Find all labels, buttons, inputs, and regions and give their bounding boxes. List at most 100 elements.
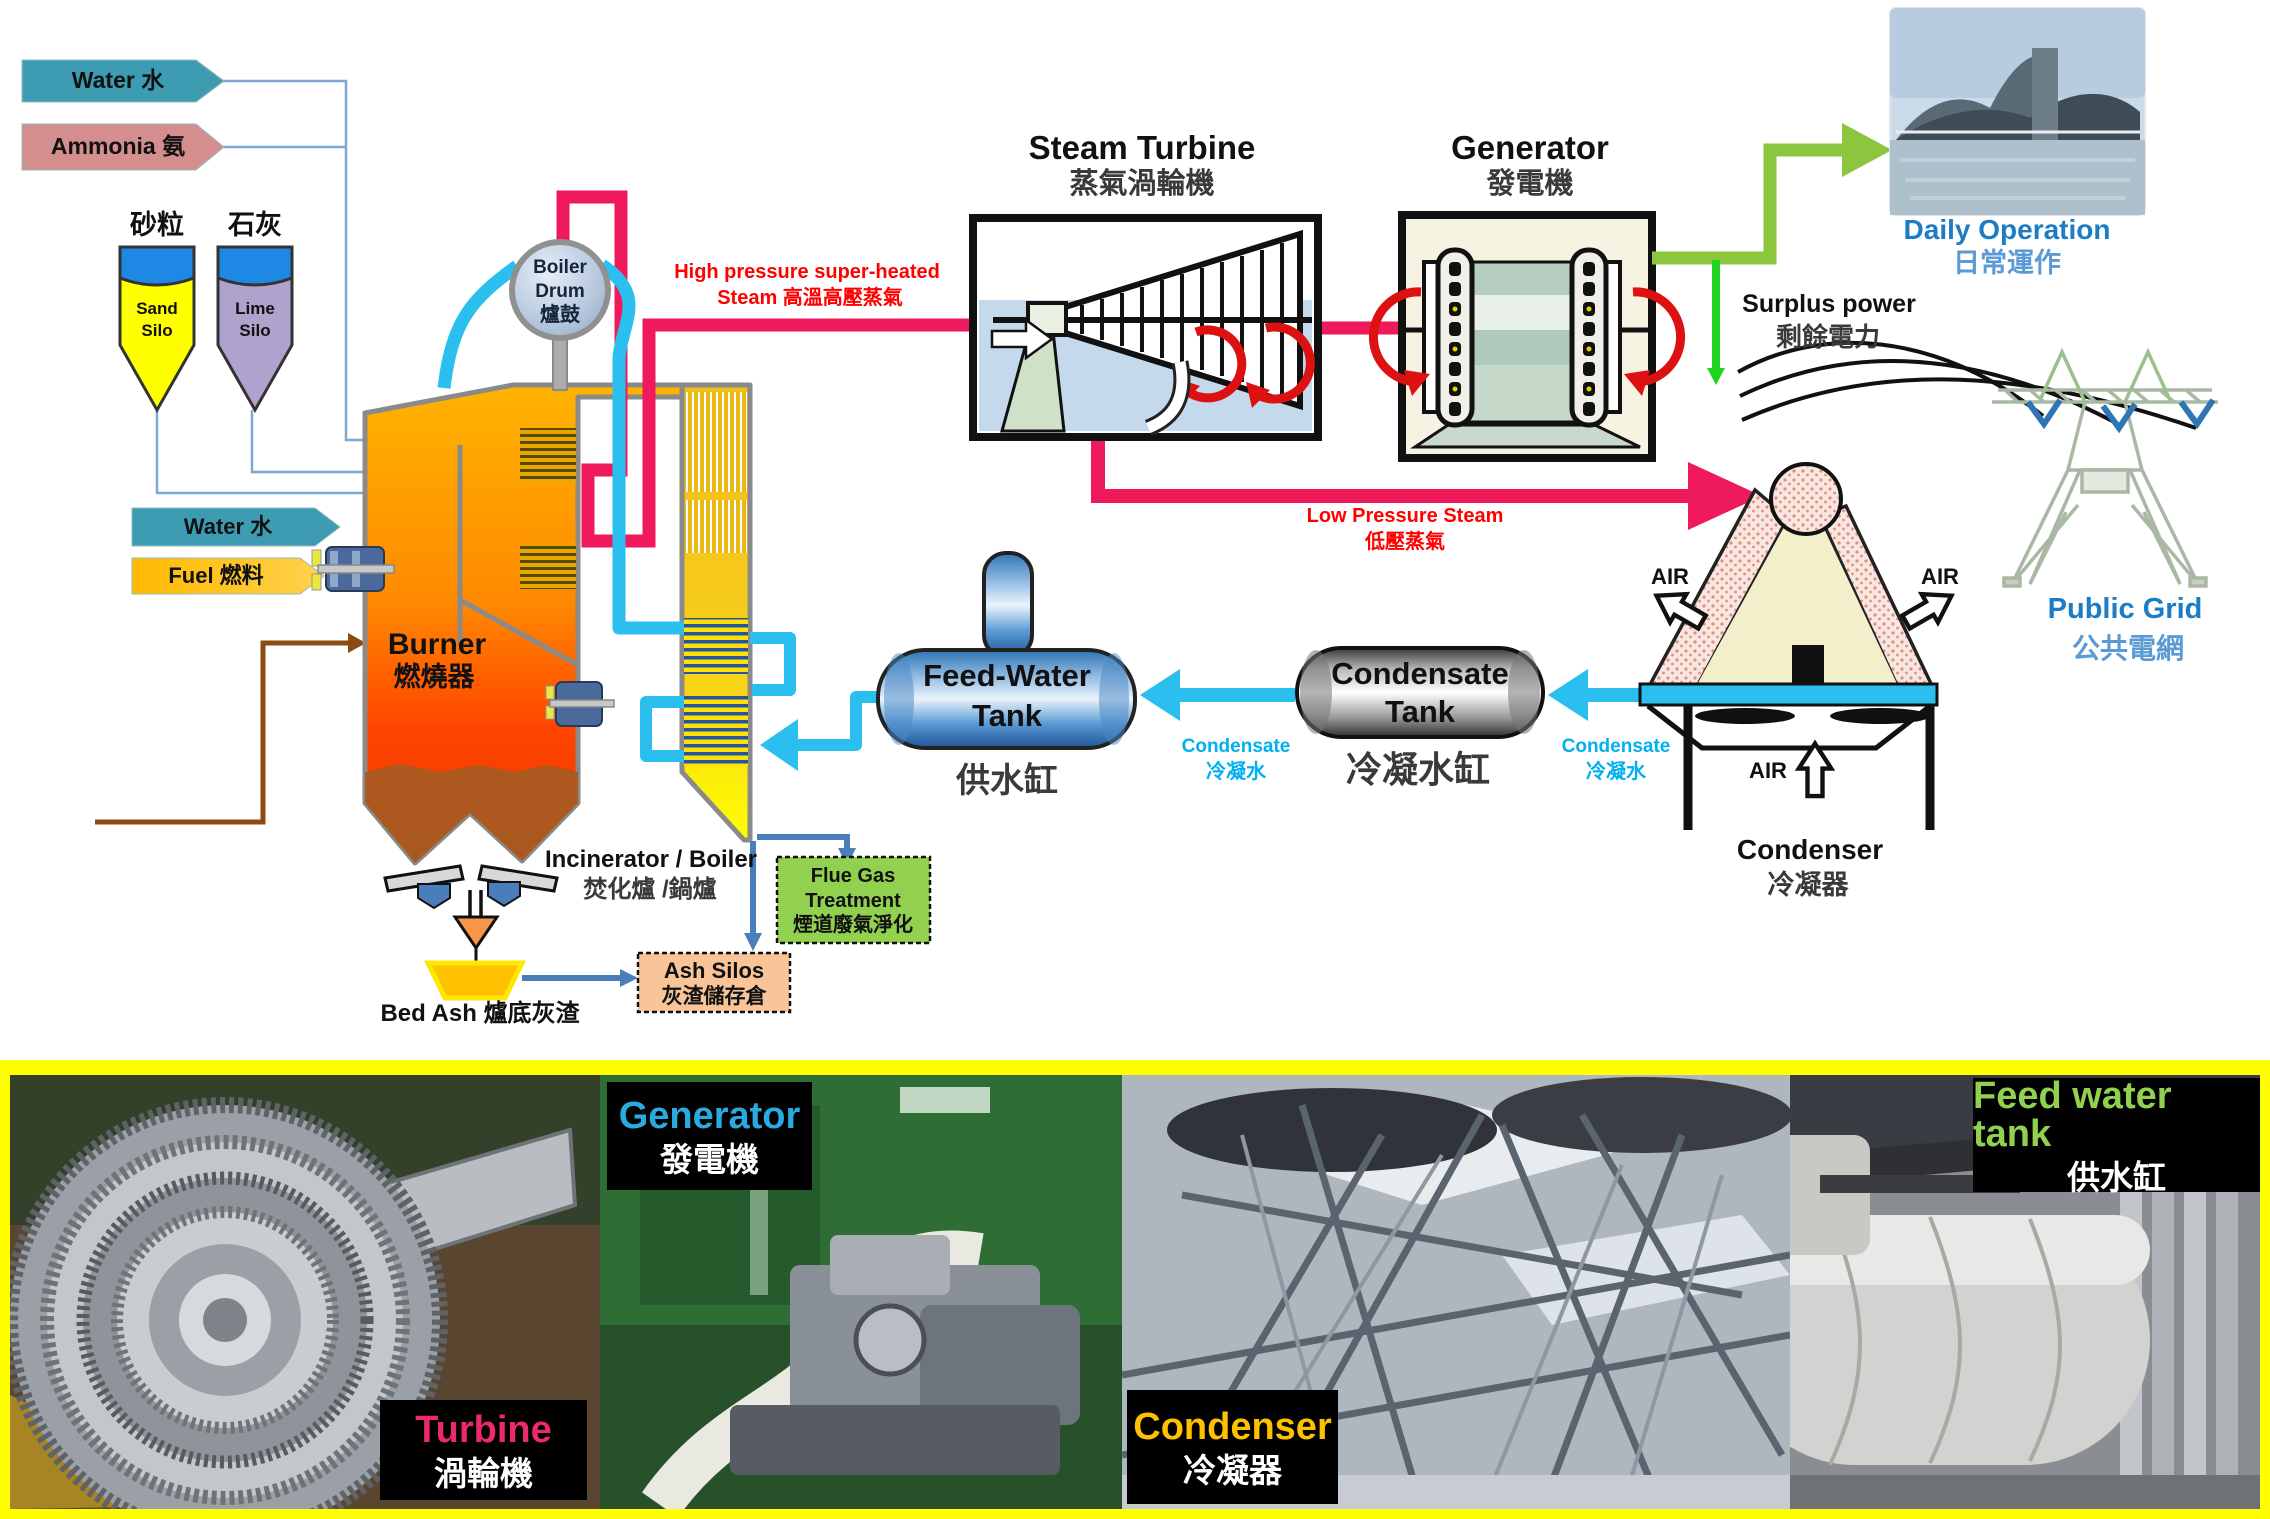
water-side-label: Water 水	[183, 514, 273, 539]
lime-silo-name-1: Lime	[235, 299, 275, 318]
transmission-tower	[1992, 347, 2218, 588]
feed-water-tank-label-zh: 供水缸	[956, 762, 1058, 800]
flue-gas-box-label-2: Treatment	[805, 890, 901, 912]
input-banners	[21, 59, 341, 595]
condensate-tank-label-2: Tank	[1384, 694, 1456, 729]
condensate-label-left-en: Condensate	[1181, 736, 1291, 757]
condensate-tank-label-1: Condensate	[1331, 656, 1509, 691]
condenser-label-zh: 冷凝器	[1767, 870, 1849, 900]
feed-water-tank-label-2: Tank	[971, 698, 1043, 733]
sand-silo-name-2: Silo	[141, 321, 173, 340]
lp-steam-arrowhead	[1688, 462, 1762, 530]
photo-strip: Turbine 渦輪機 Generator 發電機	[0, 1060, 2270, 1519]
sand-silo-zh: 砂粒	[130, 210, 184, 240]
generator-photo-label-zh: 發電機	[660, 1140, 759, 1178]
water-piping	[437, 259, 1680, 762]
generator-heading-zh: 發電機	[1486, 168, 1574, 200]
hp-steam-label-2: Steam 高溫高壓蒸氣	[717, 287, 903, 309]
bed-ash-tray	[424, 960, 526, 1001]
flue-gas-treatment-box	[775, 855, 932, 945]
residue-arrows	[522, 834, 850, 981]
turbine-photo-art	[10, 1075, 600, 1509]
lime-silo-name-2: Silo	[239, 321, 271, 340]
feed-tank-photo-label-en: Feed water tank	[1973, 1075, 2172, 1155]
ash-silos-box-label-en: Ash Silos	[663, 958, 765, 983]
recirculation-line	[95, 633, 366, 825]
feed-tank-photo-label: Feed water tank 供水缸	[1973, 1075, 2260, 1196]
condensate-tank-label-zh: 冷凝水缸	[1345, 749, 1491, 790]
incinerator-furnace	[362, 382, 753, 866]
power-to-daily-arrow	[1652, 123, 1892, 265]
condensate-label-right-zh: 冷凝水	[1586, 761, 1646, 783]
condensate-tank	[1295, 646, 1545, 739]
steam-turbine-box	[969, 214, 1322, 441]
condenser-photo-label: Condenser 冷凝器	[1127, 1390, 1338, 1504]
ash-silos-box-label-zh: 灰渣儲存倉	[661, 985, 767, 1008]
water-top-banner	[21, 59, 225, 103]
sand-silo	[118, 245, 196, 414]
boiler-drum-label-3: 爐鼓	[540, 304, 580, 326]
surplus-power-label-zh: 剩餘電力	[1775, 322, 1881, 352]
steam-piping	[556, 190, 1688, 548]
boiler-drum-label-1: Boiler	[533, 257, 587, 278]
input-connector-lines	[155, 79, 363, 495]
incinerator-label-zh: 焚化爐 /鍋爐	[583, 876, 717, 903]
lp-steam-label-1: Low Pressure Steam	[1306, 505, 1504, 527]
lime-silo	[216, 245, 294, 414]
condenser-unit	[1638, 462, 1955, 830]
lime-silo-zh: 石灰	[228, 210, 282, 240]
water-top-label: Water 水	[71, 67, 165, 93]
water-side-banner	[131, 507, 341, 547]
turbine-photo-label-zh: 渦輪機	[434, 1454, 533, 1492]
ammonia-banner	[21, 123, 225, 171]
boiler-drum-label-2: Drum	[535, 281, 585, 302]
feed-water-tank-label-1: Feed-Water	[923, 658, 1091, 693]
turbine-photo-label-en: Turbine	[415, 1408, 552, 1451]
tower-insulators	[2025, 398, 2216, 434]
air-label-left: AIR	[1651, 564, 1689, 589]
condensate-label-left-zh: 冷凝水	[1206, 761, 1266, 783]
feed-water-tank	[876, 551, 1137, 750]
burner-label-en: Burner	[387, 628, 487, 661]
daily-operation-label-zh: 日常運作	[1953, 248, 2061, 278]
photo-turbine: Turbine 渦輪機	[10, 1075, 600, 1509]
feed-tank-photo-label-zh: 供水缸	[2067, 1158, 2166, 1196]
water-arrowheads	[760, 669, 1588, 771]
daily-operation-photo	[1889, 7, 2146, 216]
ash-discharge	[383, 864, 559, 963]
turbine-photo-label: Turbine 渦輪機	[380, 1400, 587, 1500]
public-grid-label-zh: 公共電網	[2071, 633, 2185, 664]
generator-heading-en: Generator	[1451, 129, 1609, 166]
surplus-power-label-en: Surplus power	[1742, 290, 1916, 318]
bed-ash-label: Bed Ash 爐底灰渣	[380, 1000, 580, 1027]
photo-generator: Generator 發電機	[600, 1075, 1122, 1509]
burner-nozzle-left	[311, 546, 395, 592]
burner-label-zh: 燃燒器	[393, 662, 475, 692]
process-flow-canvas	[21, 7, 2218, 1014]
air-label-right: AIR	[1921, 564, 1959, 589]
generator-photo-label-en: Generator	[618, 1094, 801, 1137]
surplus-power-line	[1707, 260, 1725, 385]
generator-box	[1369, 211, 1685, 462]
photo-feed-water-tank: Feed water tank 供水缸	[1790, 1075, 2260, 1509]
flue-gas-box-label-zh: 煙道廢氣淨化	[793, 914, 913, 936]
hp-steam-label-1: High pressure super-heated	[674, 261, 940, 283]
steam-turbine-heading-zh: 蒸氣渦輪機	[1069, 168, 1215, 200]
lp-steam-label-2: 低壓蒸氣	[1365, 531, 1445, 553]
daily-operation-label-en: Daily Operation	[1903, 214, 2111, 245]
generator-photo-label: Generator 發電機	[607, 1082, 812, 1190]
fuel-label: Fuel 燃料	[168, 563, 264, 588]
photo-condenser: Condenser 冷凝器	[1122, 1075, 1790, 1509]
incinerator-label-en: Incinerator / Boiler	[544, 846, 758, 873]
condenser-photo-label-en: Condenser	[1133, 1405, 1332, 1448]
air-label-bottom: AIR	[1749, 758, 1787, 783]
public-grid-label-en: Public Grid	[2047, 593, 2203, 625]
ammonia-label: Ammonia 氨	[50, 133, 186, 159]
boiler-drum	[509, 239, 611, 391]
condenser-photo-label-zh: 冷凝器	[1183, 1451, 1282, 1489]
flue-gas-box-label-1: Flue Gas	[810, 865, 896, 887]
condensate-label-right-en: Condensate	[1561, 736, 1671, 757]
sand-silo-name-1: Sand	[136, 299, 178, 318]
burner-nozzle-right	[545, 681, 615, 727]
